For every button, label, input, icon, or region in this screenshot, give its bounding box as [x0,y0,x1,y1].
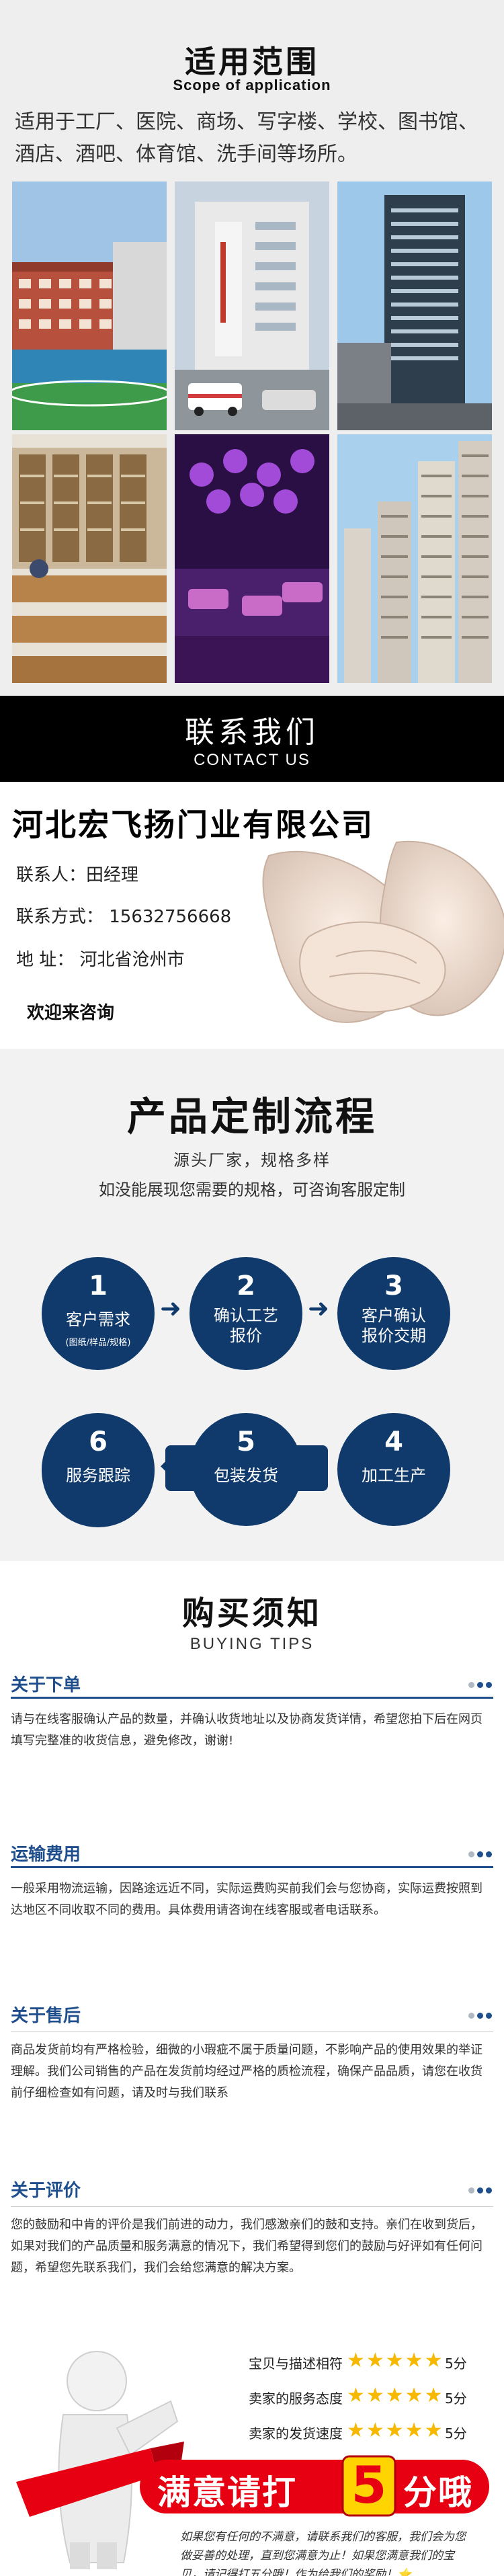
photo-library [12,434,167,683]
tip-after-sales: 关于售后 商品发货前均有严格检验，细微的小瑕疵不属于质量问题，不影响产品的使用效… [0,1998,504,2152]
tip-divider [11,2206,493,2207]
rating-label: 卖家的发货速度 [249,2425,343,2442]
step-number: 2 [237,1271,255,1301]
step-number: 5 [237,1426,255,1457]
five-badge: 5 [340,2454,398,2518]
thumbs-up-figure-image [16,2341,191,2576]
tip-divider [11,2031,493,2032]
photo-residential [337,434,492,683]
tip-divider [11,1866,493,1868]
arrow-left-icon: ⬅ [308,1451,329,1480]
scope-photo-grid [12,182,492,683]
buying-tips-section: 购买须知 BUYING TIPS 关于下单 请与在线客服确认产品的数量，并确认收… [0,1561,504,2341]
tips-title: 购买须知 [181,1595,322,1632]
rating-row-delivery: 卖家的发货速度 ★★★★★ 5分 [249,2417,491,2444]
step-note: (图纸/样品/规格) [65,1338,131,1348]
step-label: 确认工艺 报价 [214,1306,278,1345]
step-2-confirm-quote: 2 确认工艺 报价 [190,1257,302,1370]
tip-shipping: 运输费用 一般采用物流运输，因路途远近不同，实际运费购买前我们会与您协商，实际运… [0,1837,504,1978]
arrow-left-icon: ⬅ [160,1451,181,1480]
rating-row-service: 卖家的服务态度 ★★★★★ 5分 [249,2382,491,2409]
tip-body: 您的鼓励和中肯的评价是我们前进的动力，我们感激亲们的鼓和支持。亲们在收到货后，如… [11,2218,482,2275]
step-3-customer-confirm: 3 客户确认 报价交期 [337,1257,450,1370]
arrow-right-icon: ➜ [308,1293,329,1323]
scope-section: 适用范围 Scope of application 适用于工厂、医院、商场、写字… [0,0,504,696]
tip-header: 关于售后 [0,1998,504,2027]
step-number: 1 [89,1271,108,1301]
step-label: 客户确认 报价交期 [362,1306,426,1345]
rating-score: 5分 [445,2390,467,2407]
hands-together-image [228,815,504,1044]
rating-row-description: 宝贝与描述相符 ★★★★★ 5分 [249,2347,491,2374]
dots-icon [466,1847,492,1860]
process-customize-note: 如没能展现您需要的规格，可咨询客服定制 [99,1180,405,1199]
contact-title: 联系我们 [185,715,319,750]
dots-icon [466,2009,492,2021]
arrow-right-icon: ➜ [160,1293,181,1323]
tip-heading: 关于下单 [11,1675,81,1695]
photo-office-tower [337,182,492,430]
process-title: 产品定制流程 [126,1094,377,1139]
scope-subtitle: Scope of application [173,77,331,93]
step-4-circle: 4 加工生产 [337,1413,450,1526]
tip-ordering: 关于下单 请与在线客服确认产品的数量，并确认收货地址以及协商发货详情，希望您拍下… [0,1667,504,1808]
star-icon: ★★★★★ [347,2419,444,2442]
step-label: 客户需求 [66,1310,130,1329]
rating-section: 宝贝与描述相符 ★★★★★ 5分 卖家的服务态度 ★★★★★ 5分 卖家的发货速… [0,2341,504,2576]
step-number: 6 [89,1426,108,1457]
step-label: 包装发货 [214,1466,278,1485]
scope-title: 适用范围 [185,44,319,80]
step-label: 加工生产 [362,1466,426,1485]
step-1-customer-demand: 1 客户需求 (图纸/样品/规格) [42,1257,155,1370]
banner-five: 5 [351,2455,387,2515]
contact-header: 联系我们 CONTACT US [0,696,504,782]
rating-note: 如果您有任何的不满意，请联系我们的客服，我们会为您做妥善的处理，直到您满意为止！… [180,2530,466,2576]
tip-body: 一般采用物流运输，因路途远近不同，实际运费购买前我们会与您协商，实际运费按照到达… [11,1882,482,1917]
star-icon: ★★★★★ [347,2349,444,2372]
photo-bar [175,434,329,683]
contact-section: 河北宏飞扬门业有限公司 联系人：田经理 联系方式： 15632756668 地 … [0,782,504,1049]
photo-hospital [175,182,329,430]
tip-header: 运输费用 [0,1837,504,1866]
step-number: 4 [384,1426,403,1457]
contact-phone[interactable]: 联系方式： 15632756668 [16,907,232,927]
five-star-banner [140,2460,489,2513]
tip-header: 关于评价 [0,2173,504,2202]
photo-school [12,182,167,430]
tip-reviews: 关于评价 您的鼓励和中肯的评价是我们前进的动力，我们感激亲们的鼓和支持。亲们在收… [0,2173,504,2327]
rating-score: 5分 [445,2356,467,2372]
contact-person: 联系人：田经理 [16,865,139,885]
rating-label: 宝贝与描述相符 [249,2356,343,2372]
step-6-circle: 6 服务跟踪 [42,1413,155,1526]
dots-icon [466,2183,492,2196]
welcome-text: 欢迎来咨询 [27,1003,115,1023]
dots-icon [466,1678,492,1691]
star-icon: ★★★★★ [347,2384,444,2407]
rating-score: 5分 [445,2425,467,2442]
rating-label: 卖家的服务态度 [249,2390,343,2407]
step-number: 3 [384,1271,403,1301]
process-tagline: 源头厂家，规格多样 [173,1151,331,1170]
tip-heading: 运输费用 [11,1845,81,1865]
tip-header: 关于下单 [0,1667,504,1697]
tip-divider [11,1697,493,1699]
tip-heading: 关于售后 [11,2006,81,2026]
tip-body: 商品发货前均有严格检验，细微的小瑕疵不属于质量问题，不影响产品的使用效果的举证理… [11,2043,482,2100]
tip-heading: 关于评价 [11,2181,81,2201]
step-label: 服务跟踪 [66,1466,130,1485]
banner-text-b: 分哦 [403,2473,473,2512]
scope-description: 适用于工厂、医院、商场、写字楼、学校、图书馆、酒店、酒吧、体育馆、洗手间等场所。 [15,110,478,166]
tip-body: 请与在线客服确认产品的数量，并确认收货地址以及协商发货详情，希望您拍下后在网页填… [11,1712,482,1748]
banner-text-a: 满意请打 [157,2473,297,2512]
tips-subtitle: BUYING TIPS [190,1635,314,1653]
step-5-circle: 5 包装发货 [190,1413,302,1526]
contact-address: 地 址： 河北省沧州市 [16,950,185,970]
company-name: 河北宏飞扬门业有限公司 [12,807,374,843]
contact-subtitle: CONTACT US [194,751,310,769]
